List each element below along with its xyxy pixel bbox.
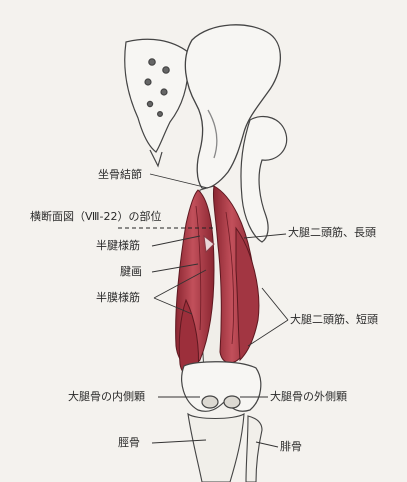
- lower-leg-bones: [188, 414, 262, 482]
- label-biceps-long-head: 大腿二頭筋、長頭: [288, 226, 376, 239]
- label-cross-section: 横断面図（Ⅷ-22）の部位: [30, 210, 161, 223]
- sacrum: [125, 39, 189, 166]
- knee: [182, 362, 261, 412]
- label-lateral-condyle: 大腿骨の外側顆: [270, 390, 347, 403]
- label-sacrotuberous: 坐骨結節: [98, 168, 142, 181]
- label-fibula: 腓骨: [280, 440, 302, 453]
- label-semimembranosus: 半膜様筋: [96, 291, 140, 304]
- pelvis: [185, 25, 280, 188]
- label-medial-condyle: 大腿骨の内側顆: [68, 390, 145, 403]
- label-tendon-surface: 腱画: [120, 265, 142, 278]
- femur-head: [241, 116, 287, 242]
- label-tibia: 脛骨: [118, 436, 140, 449]
- label-semitendinosus: 半腱様筋: [96, 239, 140, 252]
- label-biceps-short-head: 大腿二頭筋、短頭: [290, 313, 378, 326]
